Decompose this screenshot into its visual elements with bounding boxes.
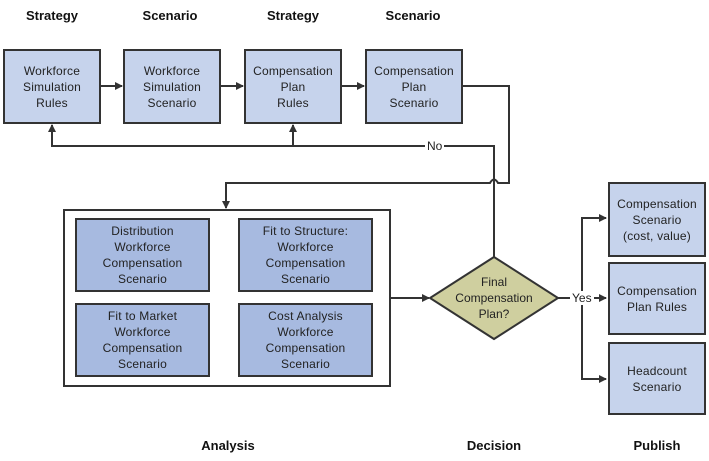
publish-compensation-scenario-box[interactable]: Compensation Scenario (cost, value) [608, 182, 706, 257]
header-scenario-2: Scenario [385, 8, 441, 23]
fit-to-structure-scenario-box[interactable]: Fit to Structure: Workforce Compensation… [238, 218, 373, 292]
compensation-plan-scenario-box[interactable]: Compensation Plan Scenario [365, 49, 463, 124]
publish-headcount-scenario-box[interactable]: Headcount Scenario [608, 342, 706, 415]
header-publish: Publish [633, 438, 681, 453]
decision-diamond [428, 255, 560, 341]
distribution-scenario-box[interactable]: Distribution Workforce Compensation Scen… [75, 218, 210, 292]
header-analysis: Analysis [201, 438, 255, 453]
yes-branch-bottom [581, 298, 607, 383]
compensation-plan-rules-box[interactable]: Compensation Plan Rules [244, 49, 342, 124]
header-decision: Decision [466, 438, 522, 453]
yes-label: Yes [570, 291, 594, 305]
header-strategy-1: Strategy [25, 8, 79, 23]
no-loop-line [48, 124, 495, 257]
no-label: No [425, 139, 445, 153]
scenario-to-analysis-line [222, 85, 510, 209]
cost-analysis-scenario-box[interactable]: Cost Analysis Workforce Compensation Sce… [238, 303, 373, 377]
header-strategy-2: Strategy [266, 8, 320, 23]
fit-to-market-scenario-box[interactable]: Fit to Market Workforce Compensation Sce… [75, 303, 210, 377]
yes-branch-top [581, 214, 607, 298]
publish-compensation-plan-rules-box[interactable]: Compensation Plan Rules [608, 262, 706, 335]
header-scenario-1: Scenario [142, 8, 198, 23]
workforce-simulation-scenario-box[interactable]: Workforce Simulation Scenario [123, 49, 221, 124]
decision-label: Final Compensation Plan? [455, 275, 533, 321]
workforce-simulation-rules-box[interactable]: Workforce Simulation Rules [3, 49, 101, 124]
